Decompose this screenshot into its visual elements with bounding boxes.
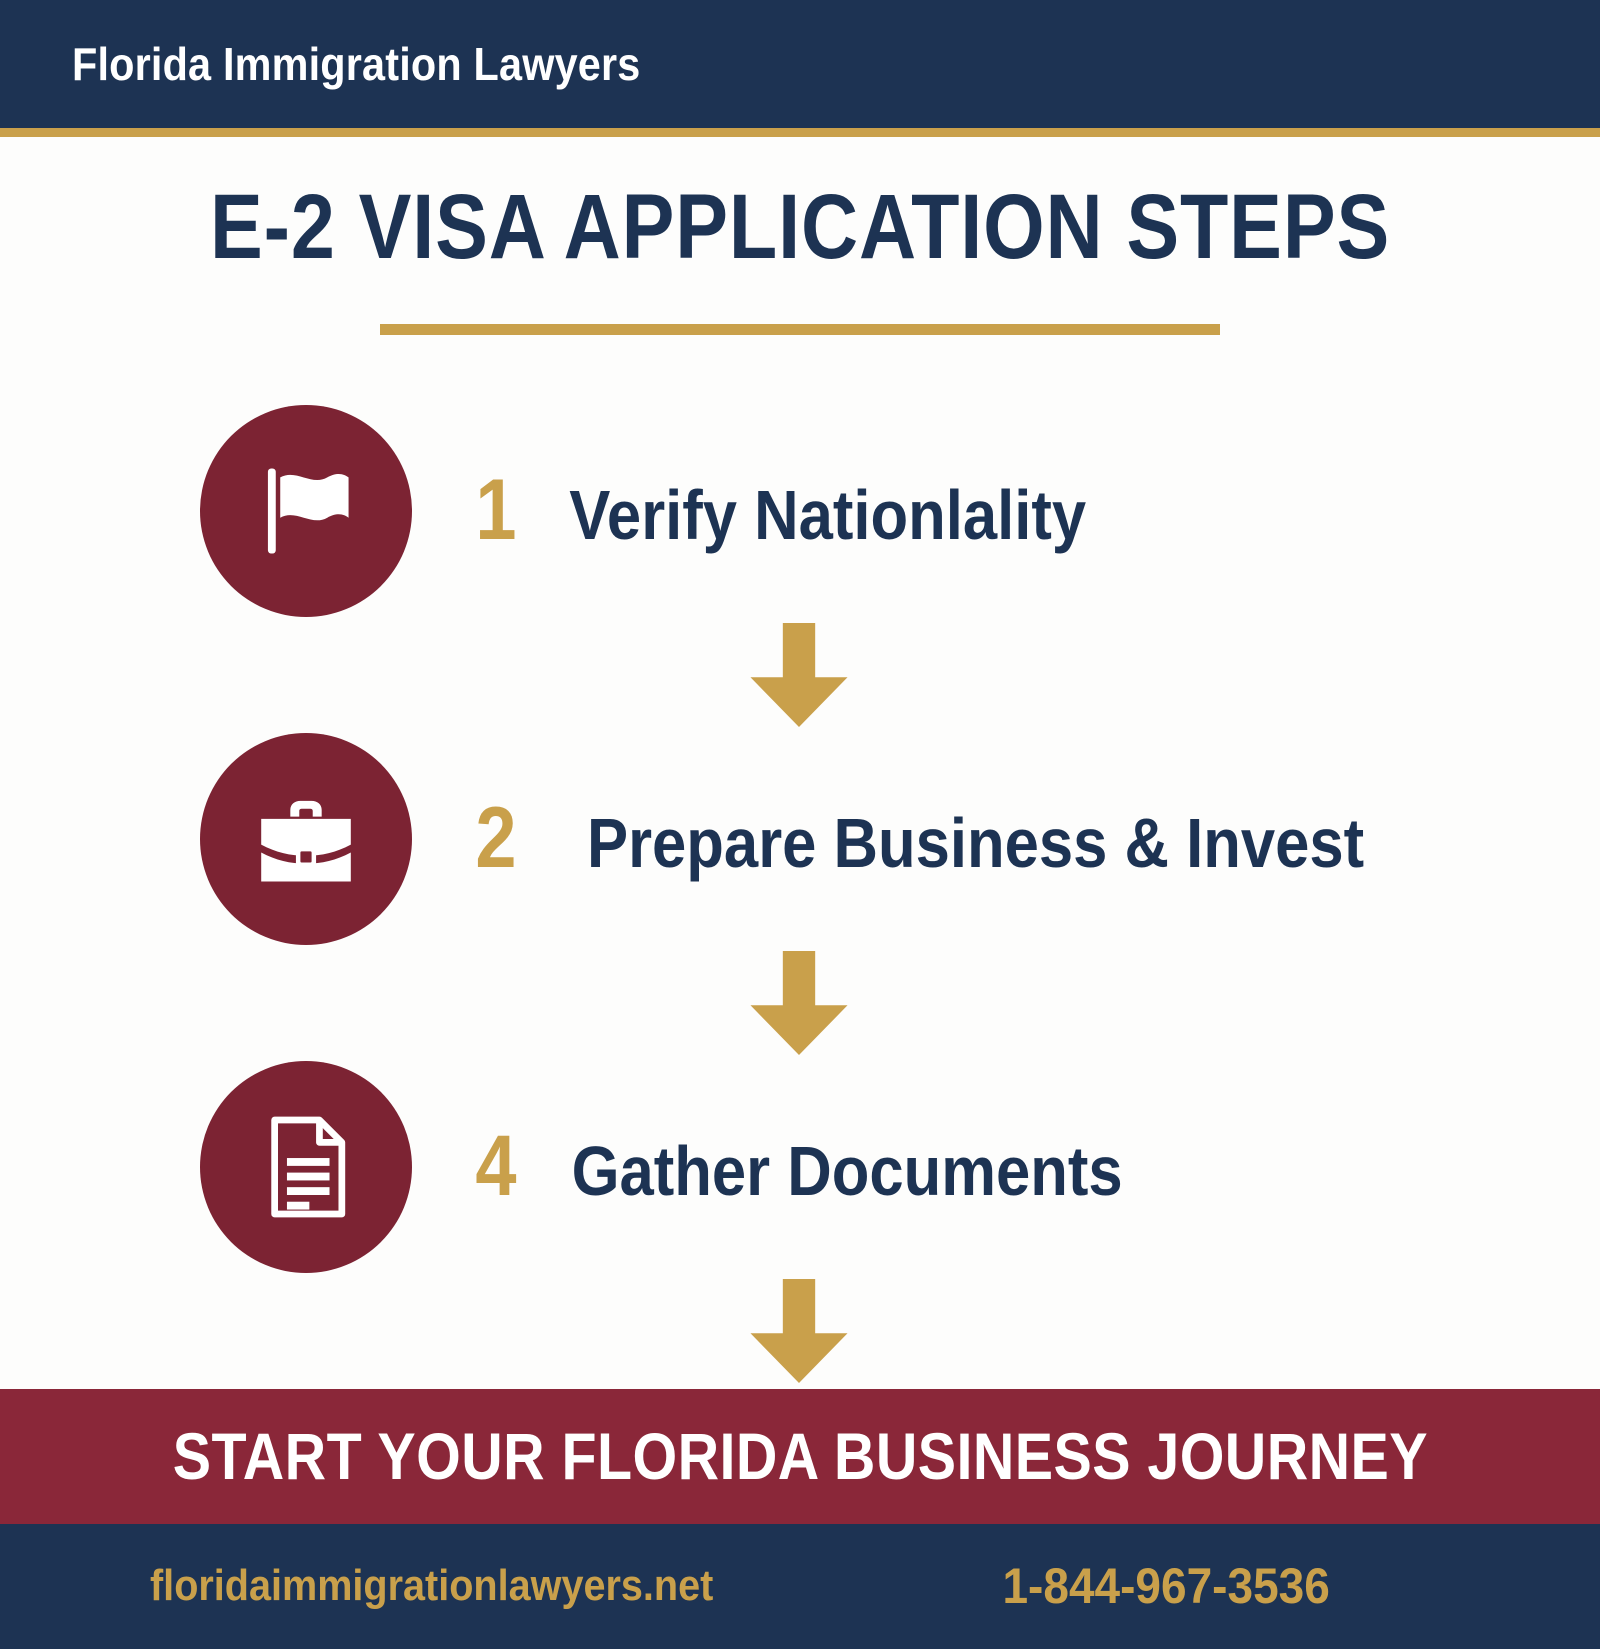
step-text: 2 Prepare Business & Invest (472, 789, 1417, 888)
step-connector (0, 950, 1600, 1055)
step-text: 4 Gather Documents (472, 1117, 1160, 1216)
arrow-down-icon (750, 1278, 848, 1383)
document-icon (271, 1116, 346, 1217)
cta-text: START YOUR FLORIDA BUSINESS JOURNEY (172, 1419, 1428, 1494)
step-label: Prepare Business & Invest (586, 804, 1365, 883)
briefcase-icon (261, 800, 351, 882)
header-gold-rule (0, 128, 1600, 137)
footer-phone[interactable]: 1-844-967-3536 (1002, 1558, 1330, 1615)
step-connector (0, 622, 1600, 727)
step-icon-circle (200, 404, 412, 617)
title-underline (380, 323, 1220, 335)
brand-title: Florida Immigration Lawyers (72, 38, 641, 90)
step-icon-circle (200, 1060, 412, 1273)
arrow-down-icon (750, 950, 848, 1055)
footer-website[interactable]: floridaimmigrationlawyers.net (150, 1561, 714, 1611)
main-content: E-2 VISA APPLICATION STEPS 1 Verify Nati… (0, 137, 1600, 1389)
step-number: 1 (475, 462, 517, 559)
flag-icon (267, 468, 349, 554)
step-icon-circle (200, 732, 412, 945)
step-number: 2 (475, 790, 517, 887)
step-label: Gather Documents (571, 1132, 1123, 1211)
cta-band: START YOUR FLORIDA BUSINESS JOURNEY (0, 1388, 1600, 1524)
step-row: 2 Prepare Business & Invest (0, 732, 1600, 945)
step-connector (0, 1278, 1600, 1383)
header-bar: Florida Immigration Lawyers (0, 0, 1600, 128)
steps-list: 1 Verify Nationlality (0, 404, 1600, 1389)
step-text: 1 Verify Nationlality (472, 461, 1121, 560)
footer-bar: floridaimmigrationlawyers.net 1-844-967-… (0, 1523, 1600, 1649)
arrow-down-icon (750, 622, 848, 727)
page-title: E-2 VISA APPLICATION STEPS (209, 176, 1391, 278)
step-row: 1 Verify Nationlality (0, 404, 1600, 617)
step-number: 4 (475, 1118, 517, 1215)
step-row: 4 Gather Documents (0, 1060, 1600, 1273)
step-label: Verify Nationlality (569, 476, 1087, 555)
